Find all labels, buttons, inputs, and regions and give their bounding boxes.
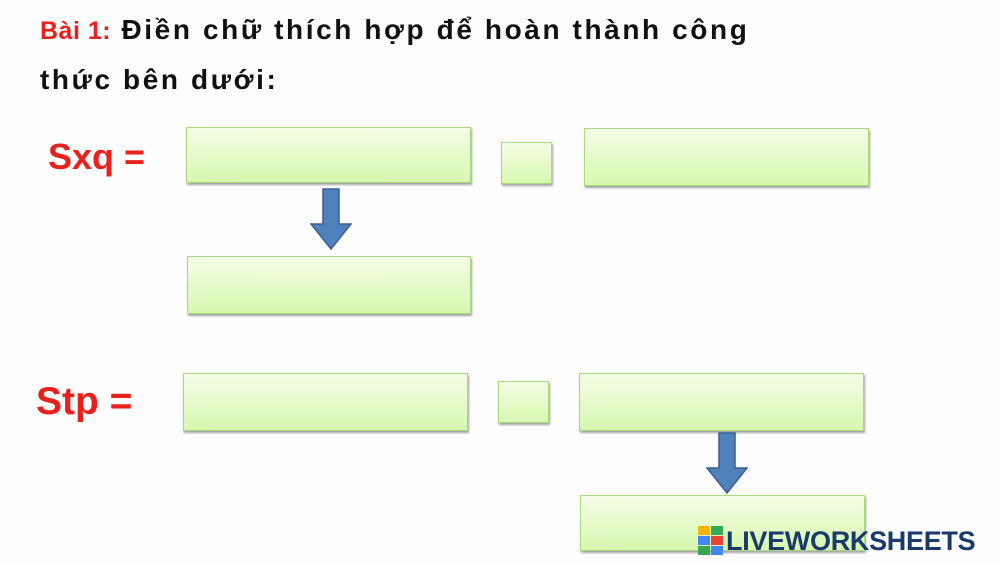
sxq-term1-input[interactable] [186, 127, 471, 183]
sxq-result-input[interactable] [187, 256, 471, 314]
stp-operator-input[interactable] [498, 381, 549, 423]
exercise-heading-line2: thức bên dưới: [40, 64, 279, 95]
sxq-label: Sxq = [48, 136, 146, 177]
exercise-instruction: Điền chữ thích hợp để hoàn thành công [121, 14, 750, 45]
stp-term2-input[interactable] [579, 373, 864, 431]
sxq-operator-input[interactable] [501, 142, 552, 184]
liveworksheets-logo: LIVEWORKSHEETS [698, 524, 976, 558]
liveworksheets-logo-icon [698, 526, 723, 555]
watermark-text: LIVEWORKSHEETS [726, 525, 976, 556]
exercise-number: Bài 1: [40, 17, 112, 45]
stp-label: Stp = [36, 380, 133, 423]
exercise-heading-line1: Bài 1: Điền chữ thích hợp để hoàn thành … [40, 14, 749, 46]
stp-down-arrow-icon [706, 432, 748, 494]
stp-term1-input[interactable] [183, 373, 468, 431]
sxq-term2-input[interactable] [584, 128, 869, 186]
sxq-down-arrow-icon [310, 188, 352, 250]
